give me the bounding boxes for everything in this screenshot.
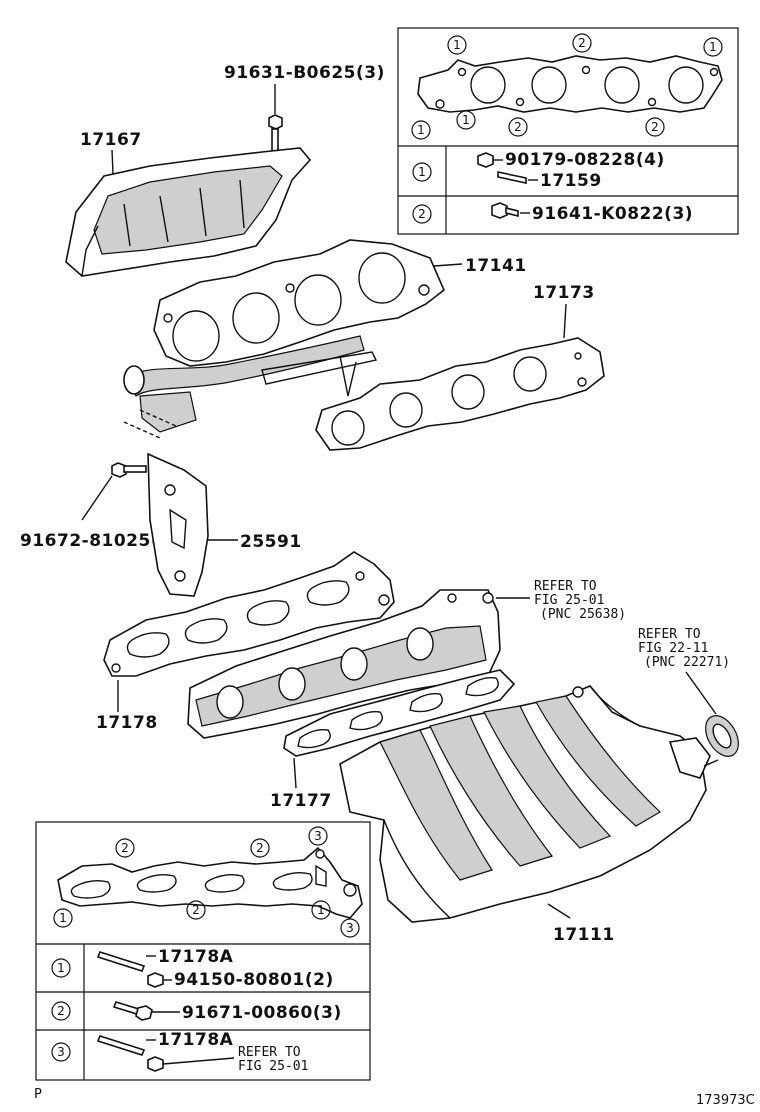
callout-b7: 3 [340, 918, 360, 938]
callout-1: 1 [447, 35, 467, 55]
svg-text:17159: 17159 [540, 171, 602, 191]
callout-b5: 1 [53, 908, 73, 928]
refer-note-1-line-3: (PNC 25638) [540, 607, 626, 622]
refer-note-2-line-3: (PNC 22271) [644, 655, 730, 670]
callout-3: 1 [703, 37, 723, 57]
label-17141: 17141 [465, 256, 527, 276]
legend-bottom-row-1: 1 17178A 94150-80801(2) [51, 947, 334, 990]
callout-2: 2 [572, 33, 592, 53]
refer-note-1-line-1: REFER TO [534, 579, 597, 594]
svg-text:90179-08228(4): 90179-08228(4) [505, 150, 665, 170]
svg-text:91641-K0822(3): 91641-K0822(3) [532, 204, 693, 224]
svg-text:94150-80801(2): 94150-80801(2) [174, 970, 334, 990]
svg-text:2: 2 [578, 36, 586, 50]
corner-left-letter: P [34, 1087, 42, 1102]
callout-b2: 2 [250, 838, 270, 858]
callout-b3: 3 [308, 826, 328, 846]
svg-text:1: 1 [59, 911, 67, 925]
svg-text:17178A: 17178A [158, 1030, 234, 1050]
label-25591: 25591 [240, 532, 302, 552]
svg-text:3: 3 [346, 921, 354, 935]
refer-note-1-line-2: FIG 25-01 [534, 593, 604, 608]
svg-text:FIG 25-01: FIG 25-01 [238, 1059, 308, 1074]
label-17177: 17177 [270, 791, 332, 811]
callout-b6: 1 [311, 900, 331, 920]
heat-insulator-17167: 17167 [65, 130, 312, 277]
figure-code: 173973C [696, 1093, 755, 1108]
gasket-17178: 17178 [96, 551, 395, 733]
callout-5: 1 [456, 110, 476, 130]
legend-bottom: 2 2 3 2 1 1 3 1 17178A 94150-80801(2) 2 … [35, 821, 371, 1081]
legend-top-row-1: 1 90179-08228(4) 17159 [412, 150, 665, 191]
bolt-91631: 91631-B0625(3) [224, 63, 385, 152]
legend-top-row-2: 2 91641-K0822(3) [412, 202, 693, 224]
callout-b1: 2 [115, 838, 135, 858]
svg-text:17178A: 17178A [158, 947, 234, 967]
label-17167: 17167 [80, 130, 142, 150]
gasket-17173: 17173 [315, 283, 605, 451]
bracket-25591: 25591 [147, 452, 302, 597]
svg-text:1: 1 [317, 903, 325, 917]
legend-bottom-row-3: 3 17178A REFER TO FIG 25-01 [51, 1030, 308, 1074]
svg-text:91671-00860(3): 91671-00860(3) [182, 1003, 342, 1023]
legend-top: 1 2 1 1 1 2 2 1 90179-08228(4) 17159 2 9… [397, 27, 739, 235]
svg-text:2: 2 [514, 120, 522, 134]
label-17178: 17178 [96, 713, 158, 733]
refer-note-2-line-2: FIG 22-11 [638, 641, 708, 656]
svg-text:1: 1 [462, 113, 470, 127]
intake-manifold-17111: 17111 [339, 671, 739, 945]
svg-text:2: 2 [651, 120, 659, 134]
callout-6: 2 [508, 117, 528, 137]
label-91672-81025: 91672-81025(3) [20, 531, 180, 551]
callout-b4: 2 [186, 900, 206, 920]
svg-text:3: 3 [57, 1045, 65, 1059]
intake-manifold-upper [187, 589, 530, 739]
exhaust-manifold-17141: 17141 [123, 239, 527, 433]
svg-text:1: 1 [709, 40, 717, 54]
svg-text:1: 1 [417, 123, 425, 137]
gasket-17177: 17177 [270, 669, 516, 811]
legend-bottom-row-2: 2 91671-00860(3) [51, 1001, 342, 1023]
label-17173: 17173 [533, 283, 595, 303]
svg-text:1: 1 [453, 38, 461, 52]
svg-text:2: 2 [256, 841, 264, 855]
refer-note-2-line-1: REFER TO [638, 627, 701, 642]
bolt-91672: 91672-81025(3) [20, 462, 180, 551]
svg-text:2: 2 [418, 207, 426, 221]
label-91631-B0625: 91631-B0625(3) [224, 63, 385, 83]
callout-7: 2 [645, 117, 665, 137]
svg-text:1: 1 [57, 961, 65, 975]
svg-text:3: 3 [314, 829, 322, 843]
svg-text:1: 1 [418, 165, 426, 179]
svg-text:2: 2 [57, 1004, 65, 1018]
label-17111: 17111 [553, 925, 615, 945]
svg-text:2: 2 [121, 841, 129, 855]
svg-text:2: 2 [192, 903, 200, 917]
svg-text:REFER TO: REFER TO [238, 1045, 301, 1060]
callout-4: 1 [411, 120, 431, 140]
